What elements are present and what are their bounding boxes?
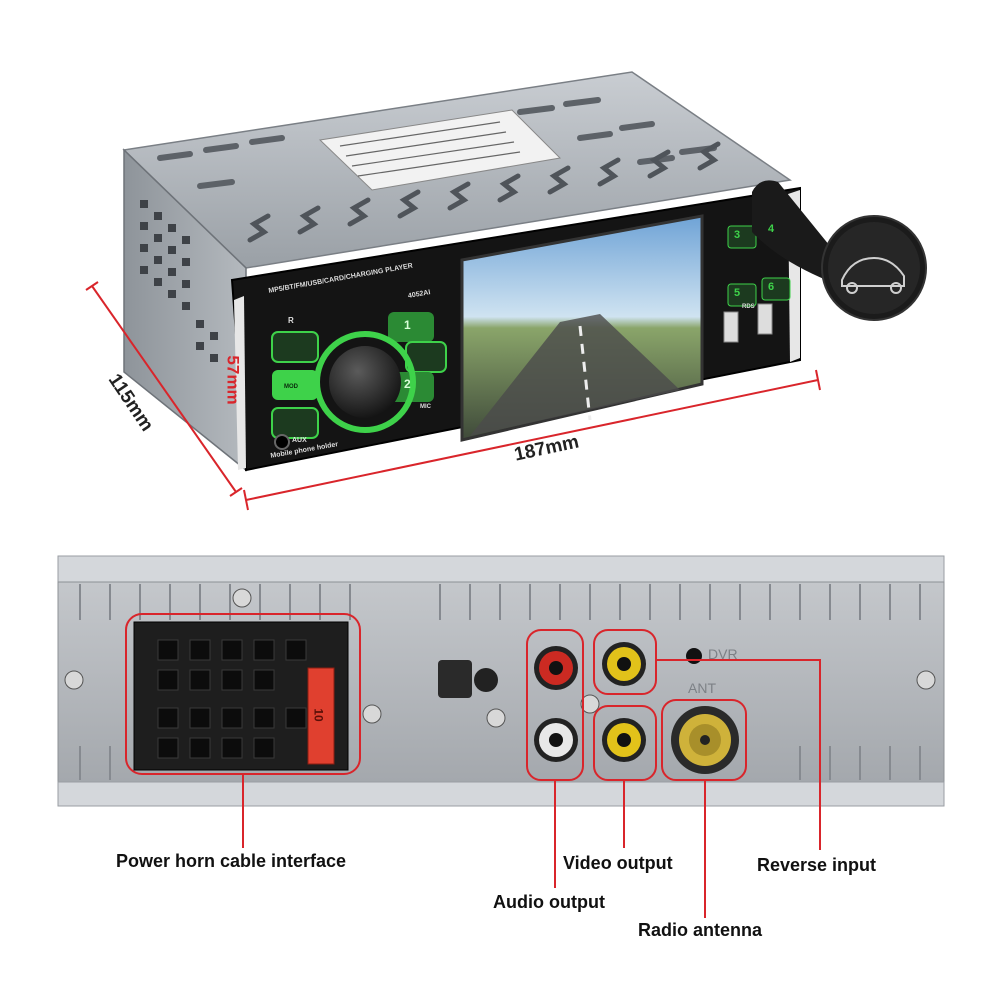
audio-callout: Audio output <box>493 892 605 912</box>
button-6-label: 6 <box>768 281 775 293</box>
height-dimension-label: 57mm <box>223 355 243 405</box>
usb-port-1 <box>723 311 739 343</box>
dvr-label: DVR <box>708 646 738 662</box>
radio-callout: Radio antenna <box>638 920 763 940</box>
video-callout: Video output <box>563 853 673 873</box>
rca-audio-red <box>534 646 578 690</box>
rca-audio-white <box>534 718 578 762</box>
reverse-callout: Reverse input <box>757 855 877 875</box>
rca-video-yellow <box>602 718 646 762</box>
front-faceplate <box>230 186 801 472</box>
aux-jack-icon <box>274 434 290 450</box>
chassis-side <box>123 148 247 472</box>
ant-label: ANT <box>688 680 716 696</box>
fuse <box>307 667 335 765</box>
button-5-label: 5 <box>734 287 741 299</box>
button-1-label: 1 <box>404 318 411 332</box>
rds-label: RDS <box>742 304 755 310</box>
volume-knob <box>314 331 416 433</box>
button-3-label: 3 <box>734 229 741 241</box>
aux-label: AUX <box>292 437 307 444</box>
button-4-label: 4 <box>768 223 775 235</box>
fuse-label: 10 <box>311 708 326 722</box>
dimension-lines <box>85 281 821 511</box>
callout-lines <box>125 613 821 918</box>
chassis-top <box>122 71 792 269</box>
mic-label: MIC <box>420 404 431 410</box>
phone-holder-clamp <box>752 180 927 321</box>
rca-reverse-yellow <box>602 642 646 686</box>
button-2-label: 2 <box>404 377 411 391</box>
usb-port-2 <box>757 303 773 335</box>
antenna-socket <box>671 706 739 774</box>
rear-panel <box>57 555 945 807</box>
ir-label: R <box>288 316 294 325</box>
power-callout: Power horn cable interface <box>116 851 347 871</box>
mod-label: MOD <box>284 384 298 390</box>
screw-icon <box>64 588 936 728</box>
